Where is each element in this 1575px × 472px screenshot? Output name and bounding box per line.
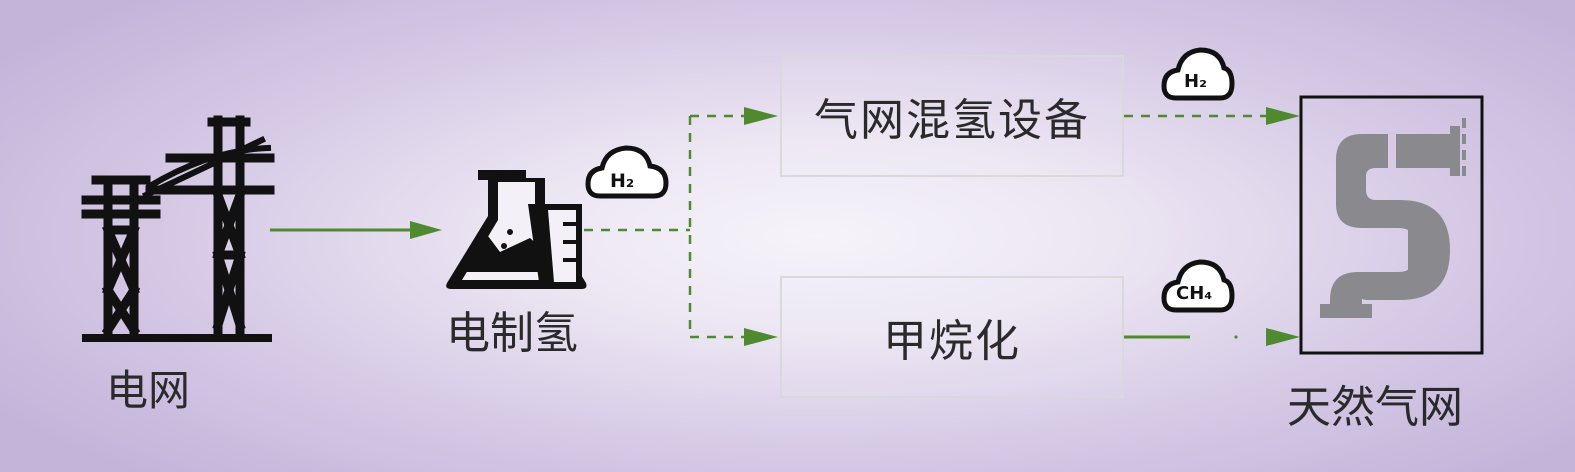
- gas-grid-blending-label: 气网混氢设备: [814, 95, 1090, 146]
- arrowhead: [410, 221, 442, 239]
- transmission-tower-icon: [81, 115, 275, 342]
- cloud-icon: [1161, 259, 1235, 313]
- electrolysis-label: 电制氢: [446, 308, 578, 359]
- cloud-icon: [1161, 47, 1235, 101]
- power-grid-label: 电网: [106, 366, 191, 415]
- methanation-label: 甲烷化: [883, 316, 1021, 367]
- methanation-box: 甲烷化: [780, 276, 1124, 398]
- gas-pipe-icon: [1299, 95, 1484, 355]
- h2-badge-main: H₂: [610, 170, 635, 192]
- h2-badge-top: H₂: [1184, 71, 1207, 92]
- flask-icon: [446, 170, 587, 289]
- connectors: [270, 107, 1300, 346]
- ch4-badge: CH₄: [1176, 283, 1213, 304]
- natural-gas-grid-label: 天然气网: [1287, 382, 1463, 433]
- cloud-icon: [585, 145, 669, 199]
- gas-grid-blending-box: 气网混氢设备: [780, 55, 1124, 177]
